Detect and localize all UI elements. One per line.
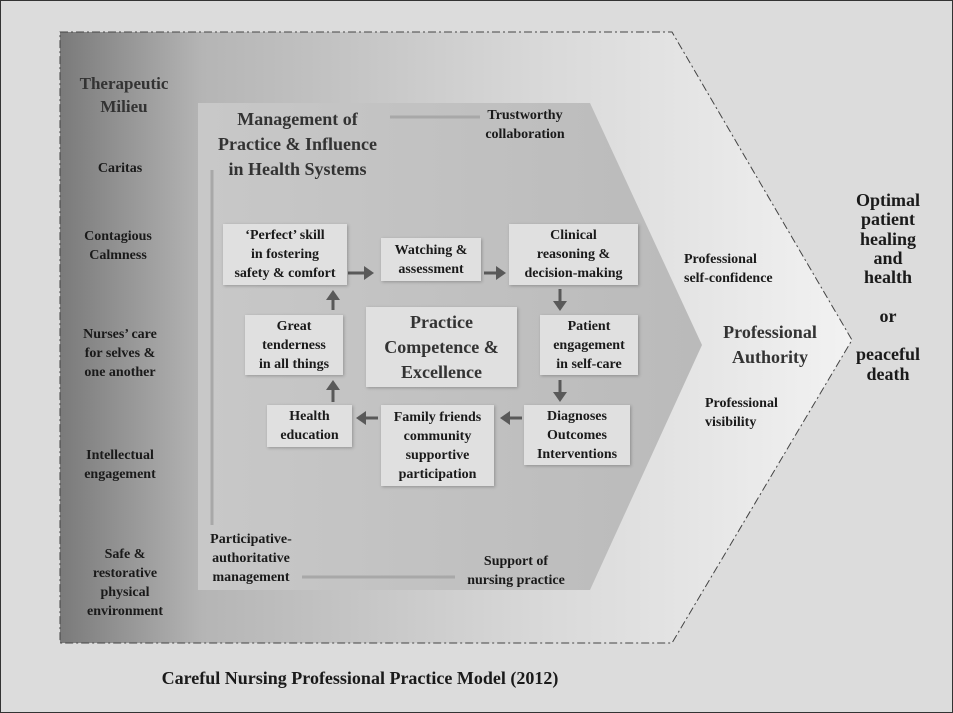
milieu-item-environment: Safe & restorative physical environment — [87, 547, 163, 619]
step-clinical-reasoning: Clinical reasoning & decision-making — [509, 224, 638, 285]
trustworthy-collaboration: Trustworthy collaboration — [485, 108, 565, 142]
milieu-item-caritas: Caritas — [97, 161, 143, 176]
step-patient-engagement: Patient engagement in self-care — [540, 315, 638, 375]
step-diagnoses: Diagnoses Outcomes Interventions — [524, 405, 630, 465]
professional-self-confidence: Professional self-confidence — [684, 252, 773, 286]
participative-management: Participative- authoritative management — [210, 532, 292, 585]
step-great-tenderness: Great tenderness in all things — [245, 315, 343, 375]
management-title: Management of Practice & Influence in He… — [218, 109, 377, 179]
milieu-item-calmness: Contagious Calmness — [84, 229, 152, 263]
practice-competence-title: Practice Competence & Excellence — [366, 307, 517, 387]
milieu-title: Therapeutic Milieu — [79, 74, 169, 116]
flow-arrows — [326, 266, 567, 425]
step-family-participation: Family friends community supportive part… — [381, 405, 494, 486]
outcome-text: Optimal patient healing and health or pe… — [855, 190, 920, 384]
step-perfect-skill: ‘Perfect’ skill in fostering safety & co… — [223, 224, 347, 285]
figure-caption: Careful Nursing Professional Practice Mo… — [161, 668, 559, 688]
support-nursing-practice: Support of nursing practice — [467, 554, 565, 588]
milieu-item-self-care: Nurses’ care for selves & one another — [83, 327, 157, 380]
professional-visibility: Professional visibility — [705, 396, 778, 430]
step-watching: Watching & assessment — [381, 238, 481, 281]
milieu-item-intellectual: Intellectual engagement — [84, 448, 156, 482]
step-health-education: Health education — [267, 405, 352, 447]
professional-authority-title: Professional Authority — [723, 322, 817, 367]
